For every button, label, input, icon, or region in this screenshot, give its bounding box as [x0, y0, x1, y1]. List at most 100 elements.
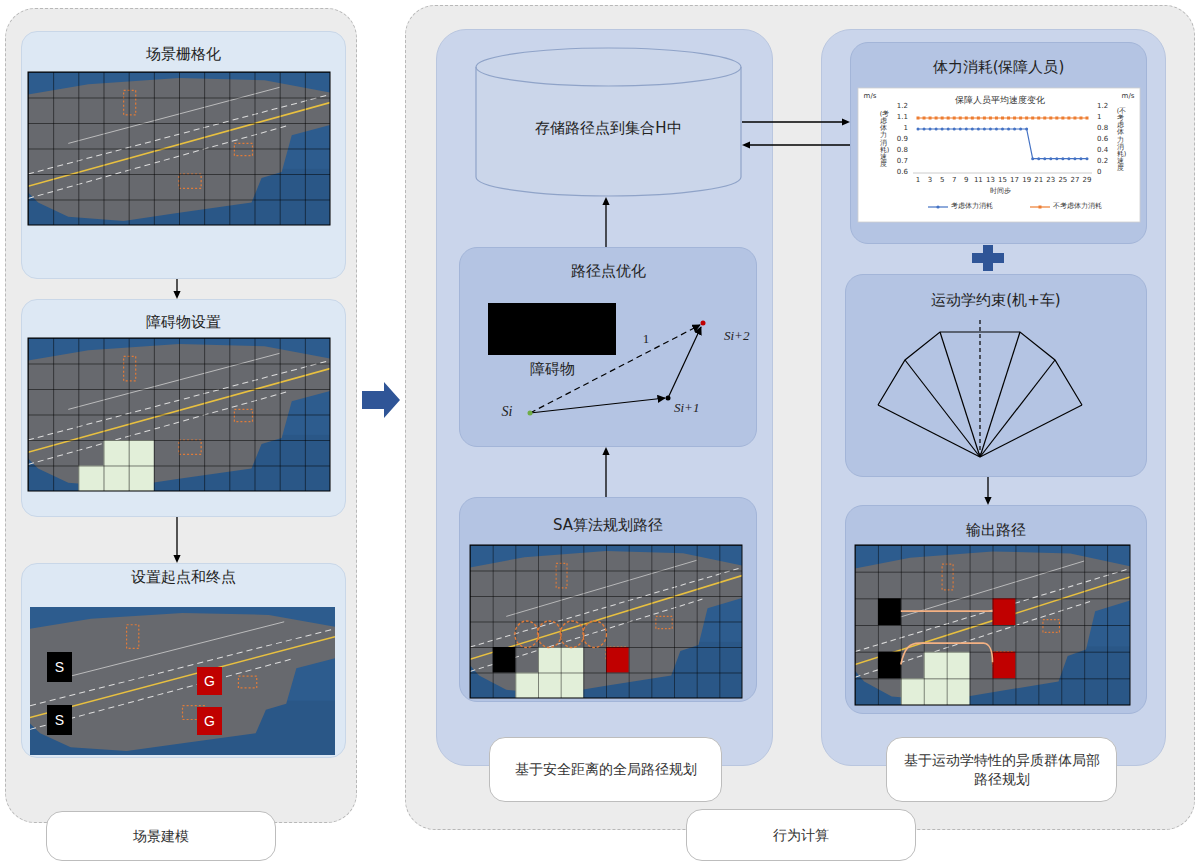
axis-tick: 7: [952, 177, 956, 185]
connector-arrow: [742, 141, 850, 148]
start-marker: S: [47, 705, 72, 735]
unit-label: m/s: [1122, 93, 1135, 101]
axis-tick: 21: [1034, 177, 1043, 185]
arrow-head: [984, 497, 991, 505]
axis-tick: 0: [1097, 169, 1101, 177]
path-optimization-sketch: [528, 321, 706, 416]
block-arrow: [362, 382, 400, 418]
legend-text: 考虑体力消耗: [951, 203, 993, 211]
arrow-head: [602, 197, 609, 205]
storage-cylinder: 存储路径点到集合H中: [475, 47, 742, 197]
axis-tick: 13: [986, 177, 995, 185]
axis-tick: 0.2: [1097, 158, 1108, 166]
axis-tick: 1.1: [897, 114, 908, 122]
axis-tick: 27: [1070, 177, 1079, 185]
axis-tick: 0.8: [1097, 125, 1108, 133]
cylinder-rim: [476, 67, 741, 86]
arrow-head: [602, 447, 609, 455]
axis-tick: 23: [1046, 177, 1055, 185]
panel-label: 基于运动学特性的异质群体局部路径规划: [886, 737, 1117, 802]
output-scene: [855, 545, 1130, 705]
box-title: 设置起点和终点: [22, 567, 345, 587]
connector-arrow: [984, 477, 991, 505]
connector-line: [176, 517, 177, 555]
panel-label: 基于安全距离的全局路径规划: [489, 737, 722, 802]
legend-text: 不考虑体力消耗: [1053, 203, 1102, 211]
axis-tick: 5: [940, 177, 944, 185]
axis-tick: 25: [1058, 177, 1067, 185]
arrow-head: [173, 555, 180, 563]
panel-label: 行为计算: [686, 809, 916, 861]
plus-sign: [972, 245, 1004, 271]
connector-arrow: [742, 118, 850, 125]
arrow-head: [173, 291, 180, 299]
sa-scene: [470, 545, 742, 698]
axis-tick: 11: [974, 177, 983, 185]
connector-line: [750, 144, 850, 145]
marker-letter: S: [47, 652, 72, 682]
connector-arrow: [173, 279, 180, 299]
marker-letter: G: [197, 667, 222, 695]
block-arrow-shape: [362, 382, 400, 418]
point-label: Si: [502, 404, 513, 419]
axis-tick: 0.9: [897, 136, 908, 144]
axis-tick: 0.4: [1097, 147, 1108, 155]
goal-marker: G: [197, 667, 222, 695]
axis-tick: 0.6: [1097, 136, 1108, 144]
arrow-head: [742, 141, 750, 148]
segment-label: 1: [643, 332, 650, 346]
obstacle-block: 障碍物: [488, 303, 616, 355]
panel-label: 场景建模: [46, 811, 276, 861]
connector-line: [605, 455, 606, 497]
box-title: 输出路径: [846, 520, 1146, 540]
axis-tick: 1: [1097, 114, 1101, 122]
grid-scene: [28, 72, 330, 225]
box-title: 路径点优化: [460, 261, 756, 281]
axis-title: (不考虑体力消耗)速度: [1117, 108, 1124, 172]
box-title: 障碍物设置: [22, 312, 345, 332]
box-title: 体力消耗(保障人员): [851, 57, 1146, 77]
start-marker: S: [47, 652, 72, 682]
start-goal-scene: [30, 607, 335, 755]
axis-tick: 9: [964, 177, 968, 185]
axis-tick: 0.6: [897, 169, 908, 177]
axis-tick: 29: [1083, 177, 1092, 185]
box-title: 场景栅格化: [22, 44, 345, 64]
connector-line: [987, 477, 988, 497]
axis-tick: 15: [998, 177, 1007, 185]
point-label: Si+1: [674, 401, 699, 415]
axis-tick: 1: [904, 125, 908, 133]
axis-title: (考虑体力消耗)速度: [880, 111, 887, 168]
axis-tick: 1: [916, 177, 920, 185]
chart-title: 保障人员平均速度变化: [955, 96, 1045, 105]
process-box: 运动学约束(机+车): [845, 274, 1147, 477]
axis-tick: 19: [1022, 177, 1031, 185]
box-text: 存储路径点到集合H中: [475, 59, 742, 197]
marker-letter: G: [197, 707, 222, 735]
connector-line: [176, 279, 177, 291]
axis-title: 时间步: [990, 188, 1011, 196]
connector-arrow: [173, 517, 180, 563]
obstacle-scene: [28, 338, 330, 491]
kinematic-fan: [878, 320, 1082, 457]
unit-label: m/s: [864, 93, 877, 101]
point-label: Si+2: [724, 329, 749, 343]
cylinder-body: [476, 48, 741, 196]
connector-arrow: [602, 447, 609, 497]
axis-tick: 1.2: [897, 103, 908, 111]
arrow-head: [842, 118, 850, 125]
box-title: SA算法规划路径: [460, 515, 756, 535]
speed-chart: [858, 88, 1140, 222]
axis-tick: 0.7: [897, 158, 908, 166]
box-title: 运动学约束(机+车): [846, 290, 1146, 310]
axis-tick: 3: [928, 177, 932, 185]
connector-arrow: [602, 197, 609, 247]
axis-tick: 1.2: [1097, 103, 1108, 111]
goal-marker: G: [197, 707, 222, 735]
connector-line: [605, 205, 606, 247]
obstacle-label: 障碍物: [468, 359, 636, 379]
connector-line: [742, 121, 842, 122]
marker-letter: S: [47, 705, 72, 735]
axis-tick: 0.8: [897, 147, 908, 155]
